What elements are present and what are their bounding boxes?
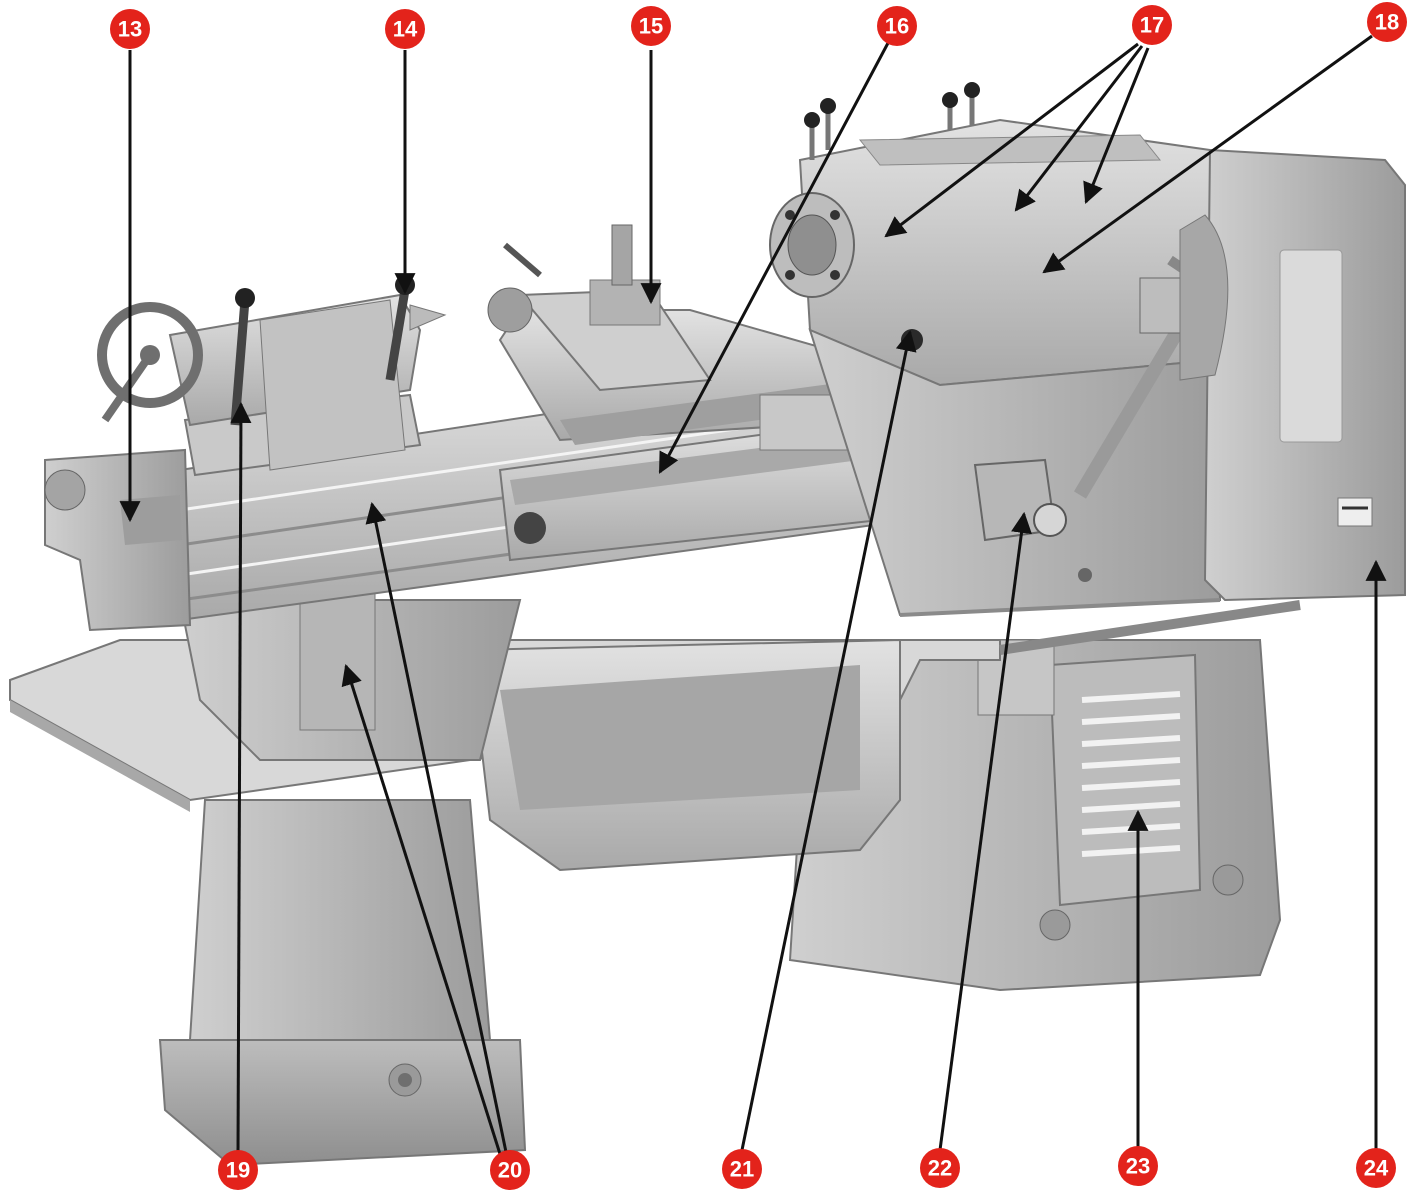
arrow-17c bbox=[1083, 47, 1150, 204]
callout-17: 17 bbox=[1132, 5, 1172, 45]
callout-16-label: 16 bbox=[885, 14, 909, 39]
callout-18: 18 bbox=[1367, 2, 1407, 42]
arrow-20b bbox=[341, 663, 502, 1155]
arrow-17b bbox=[1014, 45, 1144, 212]
callout-badges: 13 14 15 16 17 18 19 20 21 22 23 24 bbox=[110, 2, 1407, 1190]
left-pedestal bbox=[158, 799, 527, 1167]
callout-13: 13 bbox=[110, 9, 150, 49]
arrow-22 bbox=[938, 511, 1032, 1151]
callout-24: 24 bbox=[1356, 1148, 1396, 1188]
callout-16: 16 bbox=[877, 6, 917, 46]
arrow-21 bbox=[740, 329, 917, 1151]
callout-24-label: 24 bbox=[1364, 1156, 1389, 1181]
callout-22: 22 bbox=[920, 1148, 960, 1188]
callout-20: 20 bbox=[490, 1150, 530, 1190]
lathe-illustration bbox=[9, 82, 1406, 1167]
callout-14: 14 bbox=[385, 9, 425, 49]
arrow-16 bbox=[658, 42, 890, 474]
callout-15: 15 bbox=[631, 6, 671, 46]
callout-17-label: 17 bbox=[1140, 13, 1164, 38]
chip-tray bbox=[9, 600, 1301, 872]
arrow-19 bbox=[230, 401, 252, 1153]
callout-18-label: 18 bbox=[1375, 10, 1399, 35]
callout-19: 19 bbox=[218, 1150, 258, 1190]
callout-arrows bbox=[119, 34, 1387, 1155]
headstock bbox=[769, 82, 1222, 617]
arrow-20a bbox=[365, 501, 508, 1153]
callout-13-label: 13 bbox=[118, 17, 142, 42]
callout-23-label: 23 bbox=[1126, 1154, 1150, 1179]
callout-23: 23 bbox=[1118, 1146, 1158, 1186]
arrow-17a bbox=[884, 42, 1139, 238]
callout-21-label: 21 bbox=[730, 1157, 754, 1182]
arrow-18 bbox=[1042, 34, 1373, 274]
callout-15-label: 15 bbox=[639, 14, 663, 39]
callout-14-label: 14 bbox=[393, 17, 418, 42]
callout-20-label: 20 bbox=[498, 1158, 522, 1183]
callout-19-label: 19 bbox=[226, 1158, 250, 1183]
electrical-box bbox=[1179, 148, 1406, 602]
callout-21: 21 bbox=[722, 1149, 762, 1189]
callout-22-label: 22 bbox=[928, 1156, 952, 1181]
tailstock bbox=[97, 275, 447, 477]
